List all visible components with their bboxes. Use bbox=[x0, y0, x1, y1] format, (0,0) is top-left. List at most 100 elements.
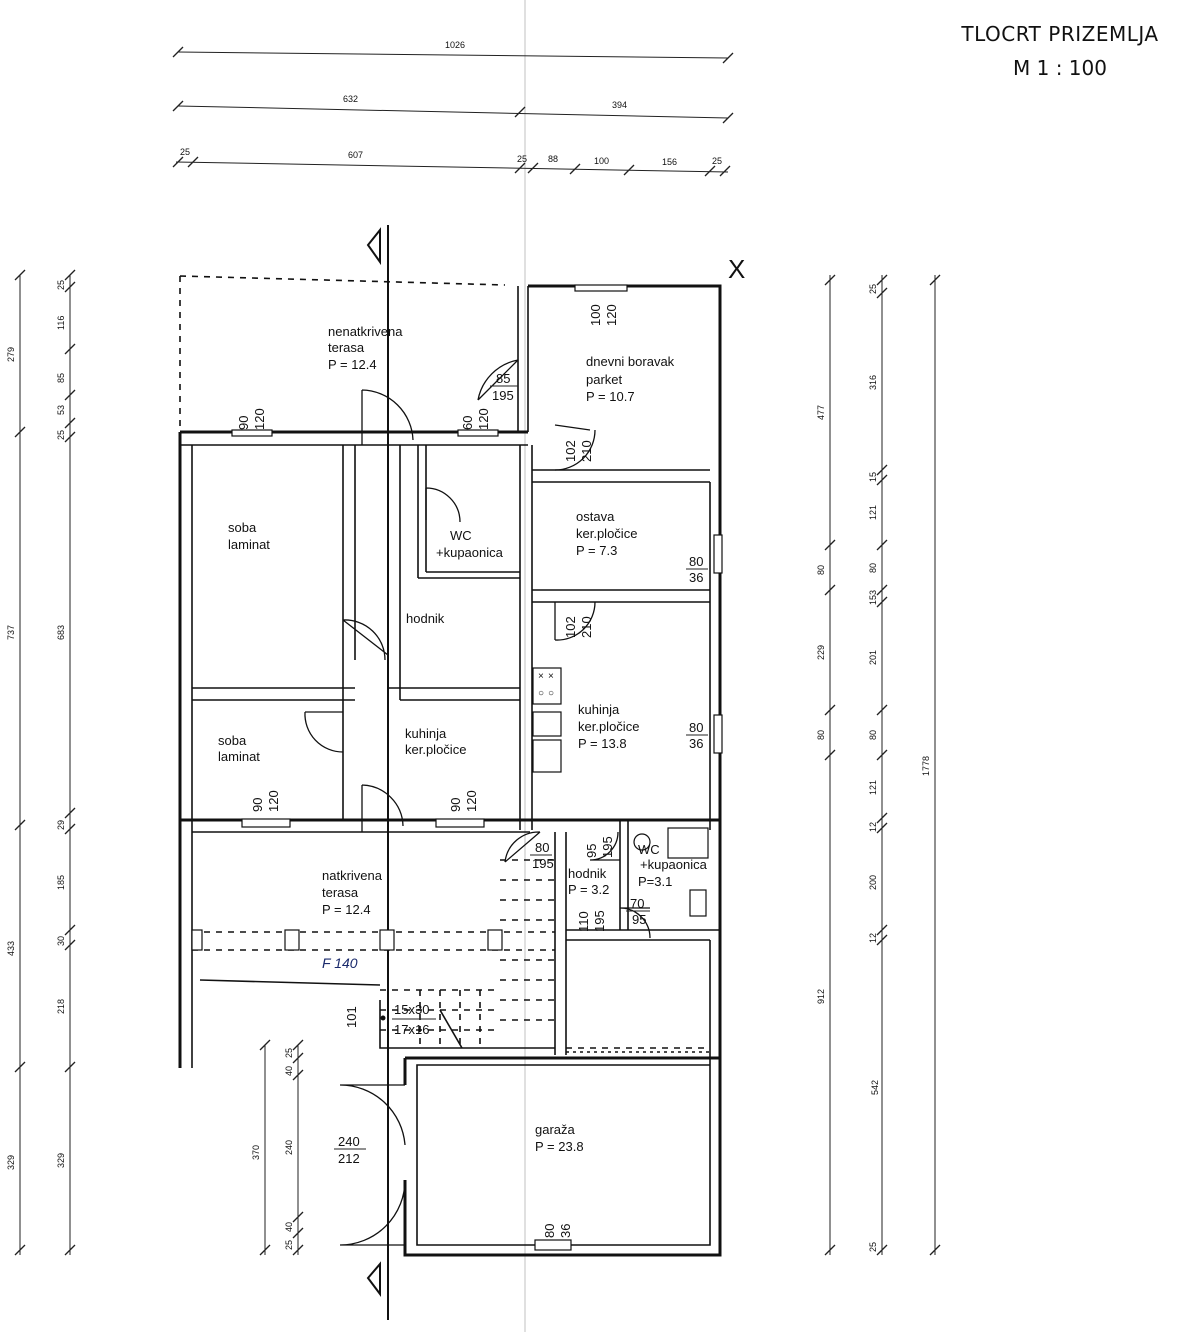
fixtures: × × ○ ○ bbox=[532, 667, 709, 917]
svg-text:25: 25 bbox=[284, 1240, 294, 1250]
svg-text:25: 25 bbox=[180, 147, 190, 157]
svg-text:100: 100 bbox=[588, 304, 603, 326]
svg-text:218: 218 bbox=[56, 999, 66, 1014]
svg-text:P=3.1: P=3.1 bbox=[638, 874, 672, 889]
svg-text:P = 12.4: P = 12.4 bbox=[322, 902, 371, 917]
svg-text:P = 23.8: P = 23.8 bbox=[535, 1139, 584, 1154]
door-swings bbox=[304, 359, 651, 1246]
svg-text:195: 195 bbox=[532, 856, 554, 871]
section-line bbox=[366, 225, 389, 1320]
svg-text:240: 240 bbox=[338, 1134, 360, 1149]
left-dimensions: 279 737 433 329 25 116 85 53 25 683 29 1… bbox=[6, 269, 304, 1256]
svg-text:laminat: laminat bbox=[228, 537, 270, 552]
windows bbox=[231, 284, 723, 1251]
svg-text:P = 3.2: P = 3.2 bbox=[568, 882, 609, 897]
dim-632: 632 bbox=[343, 94, 358, 104]
svg-text:40: 40 bbox=[284, 1222, 294, 1232]
svg-text:156: 156 bbox=[662, 157, 677, 167]
svg-text:25: 25 bbox=[284, 1048, 294, 1058]
plan-title: TLOCRT PRIZEMLJA bbox=[961, 22, 1159, 46]
opening-labels: 85 195 90 120 60 120 100 120 102 210 102… bbox=[236, 304, 708, 1238]
svg-text:30: 30 bbox=[56, 936, 66, 946]
svg-text:210: 210 bbox=[579, 440, 594, 462]
svg-text:+kupaonica: +kupaonica bbox=[436, 545, 504, 560]
svg-text:100: 100 bbox=[594, 156, 609, 166]
svg-text:12: 12 bbox=[868, 822, 878, 832]
svg-text:12: 12 bbox=[868, 933, 878, 943]
dim-607: 607 bbox=[348, 150, 363, 160]
dim-1026: 1026 bbox=[445, 40, 465, 50]
svg-text:101: 101 bbox=[344, 1006, 359, 1028]
svg-text:parket: parket bbox=[586, 372, 623, 387]
svg-text:85: 85 bbox=[56, 373, 66, 383]
svg-text:121: 121 bbox=[868, 780, 878, 795]
room-hall: hodnik bbox=[406, 611, 445, 626]
svg-text:+kupaonica: +kupaonica bbox=[640, 857, 708, 872]
room-storage: ostava bbox=[576, 509, 615, 524]
svg-text:P = 13.8: P = 13.8 bbox=[578, 736, 627, 751]
svg-text:95: 95 bbox=[632, 912, 646, 927]
dim-394: 394 bbox=[612, 100, 627, 110]
svg-text:88: 88 bbox=[548, 154, 558, 164]
svg-text:15: 15 bbox=[868, 472, 878, 482]
svg-text:329: 329 bbox=[6, 1155, 16, 1170]
svg-text:90: 90 bbox=[250, 798, 265, 812]
room-hall-2: hodnik bbox=[568, 866, 607, 881]
dim-1778: 1778 bbox=[921, 756, 931, 776]
svg-text:195: 195 bbox=[592, 910, 607, 932]
svg-text:36: 36 bbox=[689, 570, 703, 585]
terrace-stairs bbox=[191, 859, 710, 1053]
svg-text:P = 7.3: P = 7.3 bbox=[576, 543, 617, 558]
svg-text:80: 80 bbox=[816, 730, 826, 740]
handwritten-note: F 140 bbox=[322, 955, 358, 971]
svg-text:90: 90 bbox=[236, 416, 251, 430]
svg-text:×: × bbox=[548, 671, 554, 682]
svg-text:×: × bbox=[538, 671, 544, 682]
top-dimensions: 1026 632 394 25 607 25 88 100 156 25 bbox=[172, 40, 734, 177]
svg-text:120: 120 bbox=[266, 790, 281, 812]
svg-text:80: 80 bbox=[816, 565, 826, 575]
svg-text:80: 80 bbox=[868, 730, 878, 740]
svg-text:80: 80 bbox=[535, 840, 549, 855]
svg-text:25: 25 bbox=[56, 430, 66, 440]
svg-text:433: 433 bbox=[6, 941, 16, 956]
room-wc-1: WC bbox=[450, 528, 472, 543]
svg-text:53: 53 bbox=[56, 405, 66, 415]
svg-text:29: 29 bbox=[56, 820, 66, 830]
svg-text:102: 102 bbox=[563, 440, 578, 462]
svg-text:195: 195 bbox=[600, 836, 615, 858]
svg-text:200: 200 bbox=[868, 875, 878, 890]
svg-text:25: 25 bbox=[517, 154, 527, 164]
svg-text:683: 683 bbox=[56, 625, 66, 640]
svg-text:229: 229 bbox=[816, 645, 826, 660]
svg-text:laminat: laminat bbox=[218, 749, 260, 764]
svg-text:240: 240 bbox=[284, 1140, 294, 1155]
corner-x-mark: X bbox=[728, 254, 745, 284]
svg-text:P = 10.7: P = 10.7 bbox=[586, 389, 635, 404]
svg-text:329: 329 bbox=[56, 1153, 66, 1168]
plan-scale: M 1 : 100 bbox=[1013, 56, 1107, 80]
uncovered-terrace-outline bbox=[179, 275, 506, 430]
svg-text:185: 185 bbox=[56, 875, 66, 890]
svg-text:terasa: terasa bbox=[322, 885, 359, 900]
svg-text:○: ○ bbox=[548, 688, 554, 699]
svg-text:195: 195 bbox=[492, 388, 514, 403]
svg-text:85: 85 bbox=[496, 371, 510, 386]
svg-text:120: 120 bbox=[604, 304, 619, 326]
svg-text:80: 80 bbox=[689, 554, 703, 569]
svg-text:210: 210 bbox=[579, 616, 594, 638]
svg-text:542: 542 bbox=[870, 1080, 880, 1095]
svg-text:116: 116 bbox=[56, 316, 66, 330]
room-uncovered-terrace: nenatkrivena bbox=[328, 324, 403, 339]
svg-text:120: 120 bbox=[252, 408, 267, 430]
svg-text:○: ○ bbox=[538, 688, 544, 699]
svg-text:90: 90 bbox=[448, 798, 463, 812]
svg-text:25: 25 bbox=[868, 1242, 878, 1252]
svg-text:70: 70 bbox=[630, 896, 644, 911]
svg-text:212: 212 bbox=[338, 1151, 360, 1166]
svg-text:110: 110 bbox=[576, 911, 591, 932]
svg-text:ker.pločice: ker.pločice bbox=[578, 719, 639, 734]
svg-text:120: 120 bbox=[476, 408, 491, 430]
svg-text:ker.pločice: ker.pločice bbox=[576, 526, 637, 541]
room-garage: garaža bbox=[535, 1122, 576, 1137]
